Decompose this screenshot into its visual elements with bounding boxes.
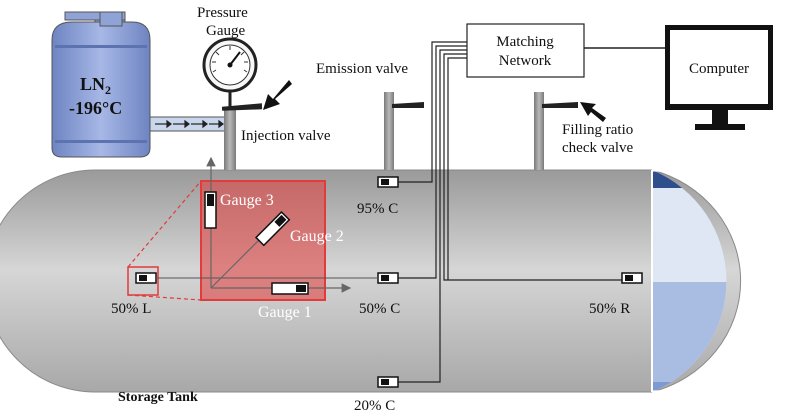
signal-wires bbox=[398, 41, 628, 383]
matching-network-box bbox=[466, 23, 585, 78]
sensor-20c bbox=[377, 376, 399, 388]
gauge-3-label: Gauge 3 bbox=[220, 192, 274, 209]
label-50r: 50% R bbox=[589, 301, 630, 317]
sensor-50r bbox=[621, 272, 643, 284]
gauge-2-label: Gauge 2 bbox=[290, 228, 344, 245]
pressure-gauge-label-1: Pressure bbox=[197, 5, 248, 21]
sensor-50l bbox=[135, 272, 157, 284]
tank-end-cap bbox=[652, 170, 727, 392]
emission-valve-label: Emission valve bbox=[316, 61, 408, 77]
pressure-gauge-label-2: Gauge bbox=[206, 23, 245, 39]
label-20c: 20% C bbox=[354, 398, 395, 414]
matching-network-label-1: Matching bbox=[496, 34, 554, 50]
injection-valve-label: Injection valve bbox=[241, 128, 331, 144]
zoom-source-box bbox=[127, 266, 159, 296]
emission-valve-handle bbox=[392, 102, 424, 108]
gauge-3-sensor bbox=[204, 191, 217, 229]
filling-valve-pointer-icon bbox=[580, 102, 606, 122]
injection-pipe bbox=[224, 108, 236, 170]
storage-tank bbox=[0, 169, 742, 393]
label-50c: 50% C bbox=[359, 301, 400, 317]
filling-pipe bbox=[534, 92, 544, 170]
gauge-2-sensor bbox=[254, 210, 291, 247]
matching-network-label-2: Network bbox=[499, 53, 552, 69]
ln2-label: LN2 bbox=[80, 74, 111, 97]
gauge-1-label: Gauge 1 bbox=[258, 304, 312, 321]
emission-pipe bbox=[384, 92, 394, 170]
computer-icon bbox=[665, 25, 773, 130]
sensor-50c bbox=[377, 272, 399, 284]
flow-arrows bbox=[155, 119, 224, 129]
label-95c: 95% C bbox=[357, 201, 398, 217]
gauge-1-sensor bbox=[271, 282, 309, 295]
filling-valve-handle bbox=[542, 102, 578, 108]
ln2-cylinder bbox=[51, 11, 151, 158]
filling-valve-label-1: Filling ratio bbox=[562, 122, 633, 138]
pressure-gauge-icon bbox=[202, 37, 258, 108]
label-50l: 50% L bbox=[111, 301, 151, 317]
sensor-95c bbox=[377, 176, 399, 188]
injection-valve-handle bbox=[221, 103, 263, 111]
filling-valve-label-2: check valve bbox=[562, 140, 634, 156]
computer-label: Computer bbox=[689, 61, 749, 77]
ln2-temp-label: -196°C bbox=[69, 98, 122, 118]
injection-valve-pointer-icon bbox=[263, 80, 292, 110]
storage-tank-label: Storage Tank bbox=[118, 390, 198, 405]
